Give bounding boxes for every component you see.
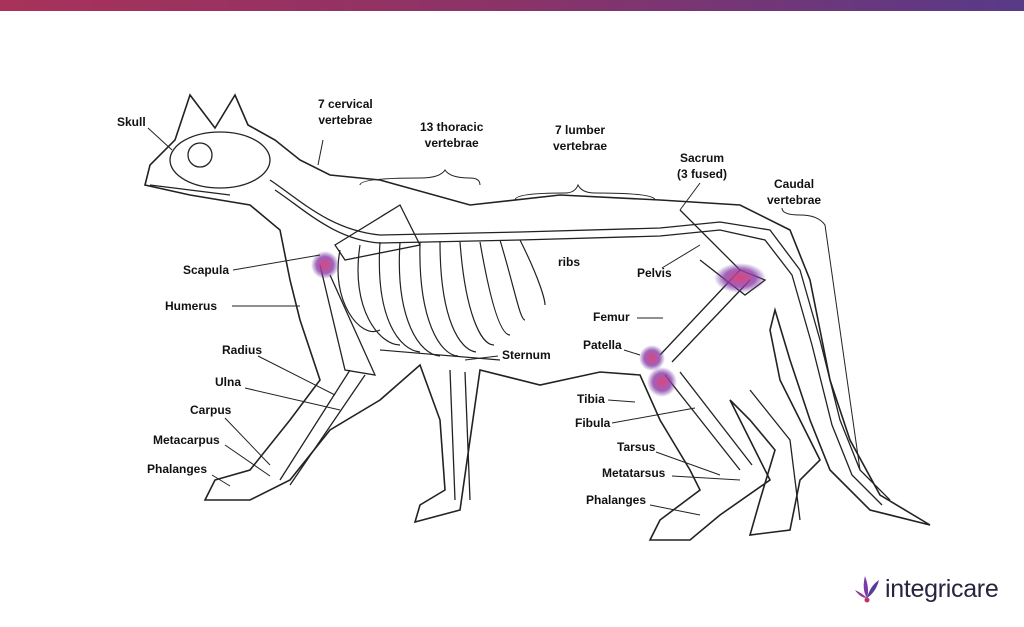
label-radius: Radius <box>222 343 263 357</box>
label-phalanges-front: Phalanges <box>147 462 208 476</box>
brand-gradient-bar <box>0 0 1024 11</box>
integricare-logo: integricare <box>855 574 999 604</box>
label-tibia: Tibia <box>577 392 605 406</box>
label-metatarsus: Metatarsus <box>602 466 666 480</box>
label-ulna: Ulna <box>215 375 242 389</box>
spine <box>269 179 891 506</box>
leaf-logo-icon <box>855 576 879 603</box>
ribcage <box>337 239 546 361</box>
label-skull: Skull <box>117 115 146 129</box>
label-scapula: Scapula <box>183 263 230 277</box>
label-metacarpus: Metacarpus <box>153 433 220 447</box>
joint-highlights <box>311 251 766 397</box>
label-sternum: Sternum <box>502 348 551 362</box>
label-sacrum: Sacrum(3 fused) <box>677 151 728 181</box>
leader-lines <box>147 127 861 516</box>
label-humerus: Humerus <box>165 299 218 313</box>
skull <box>149 131 271 196</box>
label-phalanges-hind: Phalanges <box>586 493 647 507</box>
label-tarsus: Tarsus <box>617 440 656 454</box>
brand-name: integricare <box>885 574 999 603</box>
label-carpus: Carpus <box>190 403 232 417</box>
label-pelvis: Pelvis <box>637 266 672 280</box>
cat-outline <box>144 93 931 541</box>
label-ribs: ribs <box>558 255 581 269</box>
label-patella: Patella <box>583 338 622 352</box>
label-fibula: Fibula <box>575 416 611 430</box>
label-femur: Femur <box>593 310 630 324</box>
